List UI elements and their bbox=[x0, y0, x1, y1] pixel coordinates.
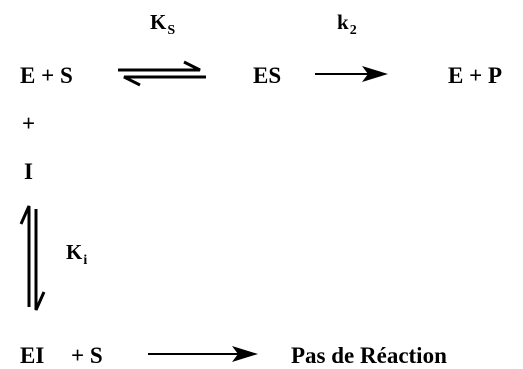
k2-label: k2 bbox=[337, 10, 357, 38]
ki-label: Ki bbox=[66, 240, 87, 268]
enzyme-substrate-complex: ES bbox=[253, 63, 282, 88]
plus-inhibitor-sign: + bbox=[22, 111, 36, 136]
no-reaction-text: Pas de Réaction bbox=[291, 343, 447, 368]
reactants-e-plus-s: E + S bbox=[20, 63, 73, 88]
ks-subscript: S bbox=[167, 23, 176, 38]
k2-subscript: 2 bbox=[349, 23, 357, 38]
ks-symbol: K bbox=[150, 10, 167, 34]
ki-subscript: i bbox=[83, 253, 88, 268]
ki-symbol: K bbox=[66, 240, 83, 264]
products-e-plus-p: E + P bbox=[448, 63, 502, 88]
no-reaction-arrow bbox=[148, 346, 258, 362]
es-equilibrium-arrow bbox=[118, 60, 206, 87]
k2-forward-arrow bbox=[315, 66, 388, 82]
inhibitor-i: I bbox=[24, 159, 33, 184]
ks-label: KS bbox=[150, 10, 175, 38]
k2-symbol: k bbox=[337, 10, 349, 34]
ki-equilibrium-arrow bbox=[19, 205, 46, 311]
plus-substrate: + S bbox=[71, 343, 103, 368]
enzyme-inhibitor-complex: EI bbox=[20, 343, 45, 368]
